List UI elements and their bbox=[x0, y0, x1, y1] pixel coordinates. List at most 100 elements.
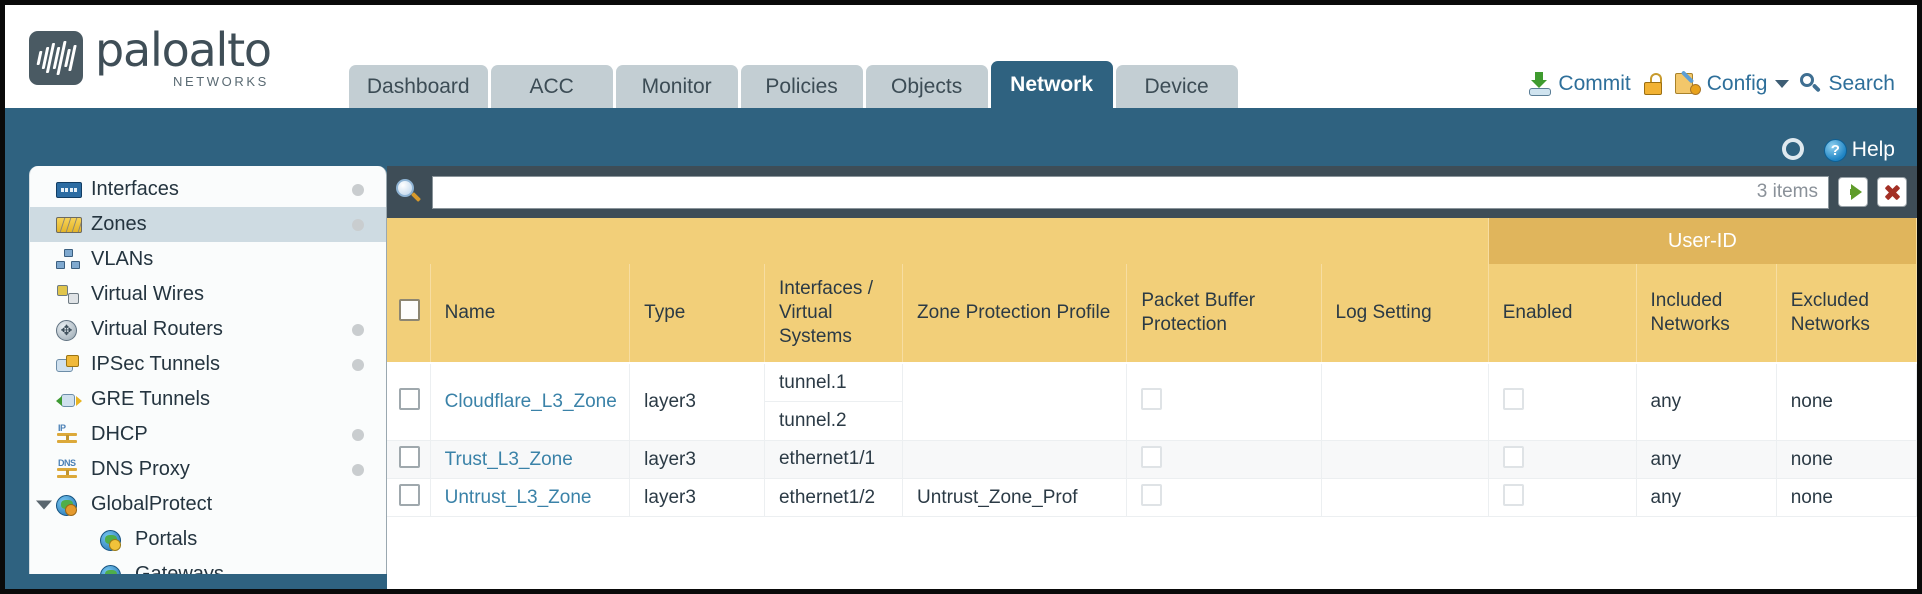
gre-tunnels-icon bbox=[56, 389, 82, 411]
close-icon bbox=[1883, 183, 1901, 201]
userid-enabled-checkbox[interactable] bbox=[1502, 483, 1524, 506]
col-excluded-networks[interactable]: Excluded Networks bbox=[1776, 264, 1917, 364]
top-action-links: Commit Config Search bbox=[1528, 70, 1895, 96]
sidebar-item-dns-proxy[interactable]: DNS DNS Proxy bbox=[30, 452, 386, 487]
config-label: Config bbox=[1706, 72, 1768, 95]
col-userid-enabled[interactable]: Enabled bbox=[1488, 264, 1637, 364]
select-all-checkbox[interactable] bbox=[399, 298, 420, 321]
col-log-setting[interactable]: Log Setting bbox=[1321, 264, 1489, 364]
refresh-icon[interactable] bbox=[1780, 136, 1808, 162]
sidebar-label: Virtual Routers bbox=[91, 318, 223, 340]
packet-buffer-checkbox[interactable] bbox=[1141, 388, 1163, 410]
sidebar-item-dhcp[interactable]: IP DHCP bbox=[30, 417, 386, 452]
sidebar-label: DHCP bbox=[91, 423, 148, 445]
apply-filter-button[interactable] bbox=[1838, 177, 1868, 207]
sidebar-label: VLANs bbox=[91, 248, 154, 270]
zone-link[interactable]: Cloudflare_L3_Zone bbox=[444, 391, 617, 412]
commit-label: Commit bbox=[1558, 72, 1631, 95]
cell-packet-buffer-protection bbox=[1126, 363, 1322, 441]
sidebar-item-virtual-wires[interactable]: Virtual Wires bbox=[30, 277, 386, 312]
tab-objects[interactable]: Objects bbox=[865, 65, 988, 108]
cell-userid-enabled bbox=[1488, 478, 1637, 517]
virtual-wires-icon bbox=[56, 284, 82, 306]
globalprotect-icon bbox=[56, 494, 82, 516]
sidebar-label: Virtual Wires bbox=[91, 283, 204, 305]
status-dot bbox=[352, 358, 364, 371]
cell-zone-protection-profile bbox=[902, 440, 1128, 479]
row-select-cell bbox=[387, 363, 431, 441]
status-dot bbox=[352, 428, 364, 441]
packet-buffer-checkbox[interactable] bbox=[1141, 483, 1163, 506]
table-row[interactable]: Untrust_L3_Zone layer3 ethernet1/2 Untru… bbox=[387, 478, 1917, 517]
cell-name: Trust_L3_Zone bbox=[430, 440, 631, 479]
vlans-icon bbox=[56, 248, 82, 271]
help-label: Help bbox=[1851, 138, 1895, 161]
table-head: User-ID Name Type Interfaces / Virtual S… bbox=[387, 218, 1917, 364]
userid-enabled-checkbox[interactable] bbox=[1502, 445, 1524, 468]
zone-link[interactable]: Trust_L3_Zone bbox=[444, 448, 573, 470]
sidebar-item-globalprotect[interactable]: GlobalProtect bbox=[30, 487, 386, 522]
col-name[interactable]: Name bbox=[430, 264, 631, 364]
tab-device[interactable]: Device bbox=[1115, 65, 1238, 108]
col-packet-buffer-protection[interactable]: Packet Buffer Protection bbox=[1126, 264, 1322, 364]
cell-userid-enabled bbox=[1488, 440, 1637, 479]
search-button[interactable]: Search bbox=[1800, 72, 1895, 96]
sidebar-item-zones[interactable]: Zones bbox=[30, 207, 386, 242]
col-type[interactable]: Type bbox=[629, 264, 765, 364]
virtual-routers-icon bbox=[56, 319, 82, 341]
table-column-header-row: Name Type Interfaces / Virtual Systems Z… bbox=[387, 264, 1917, 364]
userid-enabled-checkbox[interactable] bbox=[1502, 388, 1524, 410]
help-button[interactable]: ? Help bbox=[1823, 138, 1895, 162]
dhcp-icon: IP bbox=[56, 423, 82, 446]
col-interfaces-virtual-systems[interactable]: Interfaces / Virtual Systems bbox=[764, 264, 904, 364]
sidebar-item-ipsec-tunnels[interactable]: IPSec Tunnels bbox=[30, 347, 386, 382]
table-row[interactable]: Trust_L3_Zone layer3 ethernet1/1 bbox=[387, 440, 1917, 479]
row-checkbox[interactable] bbox=[399, 445, 420, 468]
sub-toolbar: ? Help bbox=[5, 108, 1917, 166]
zones-icon bbox=[56, 214, 82, 236]
sidebar-item-gateways[interactable]: Gateways bbox=[30, 557, 386, 574]
sidebar-item-portals[interactable]: Portals bbox=[30, 522, 386, 557]
item-count-label: 3 items bbox=[1756, 181, 1818, 202]
cell-log-setting bbox=[1321, 363, 1489, 441]
row-select-cell bbox=[387, 440, 431, 479]
tab-acc[interactable]: ACC bbox=[490, 65, 613, 108]
cell-excluded-networks: none bbox=[1776, 478, 1917, 517]
sidebar-item-interfaces[interactable]: Interfaces bbox=[30, 172, 386, 207]
cell-type: layer3 bbox=[629, 478, 765, 517]
sidebar-item-vlans[interactable]: VLANs bbox=[30, 242, 386, 277]
collapse-twisty-icon[interactable] bbox=[36, 500, 52, 509]
col-included-networks[interactable]: Included Networks bbox=[1636, 264, 1777, 364]
table-row[interactable]: Cloudflare_L3_Zone layer3 tunnel.1 tunne… bbox=[387, 363, 1917, 441]
cell-type: layer3 bbox=[629, 440, 765, 479]
logo-bars-icon bbox=[29, 31, 83, 85]
table-group-header-row: User-ID bbox=[387, 218, 1917, 264]
config-icon bbox=[1674, 70, 1701, 96]
row-checkbox[interactable] bbox=[399, 483, 420, 506]
search-input[interactable]: 3 items bbox=[432, 175, 1829, 209]
cell-log-setting bbox=[1321, 440, 1489, 479]
status-dot bbox=[352, 183, 364, 196]
tab-monitor[interactable]: Monitor bbox=[615, 65, 738, 108]
packet-buffer-checkbox[interactable] bbox=[1141, 445, 1163, 468]
lock-icon[interactable] bbox=[1642, 72, 1664, 96]
commit-button[interactable]: Commit bbox=[1528, 72, 1631, 96]
config-menu[interactable]: Config bbox=[1674, 70, 1790, 96]
tab-dashboard[interactable]: Dashboard bbox=[348, 65, 488, 108]
filter-search-icon[interactable] bbox=[395, 178, 423, 206]
cell-excluded-networks: none bbox=[1776, 363, 1917, 441]
cell-zone-protection-profile: Untrust_Zone_Prof bbox=[902, 478, 1128, 517]
clear-filter-button[interactable] bbox=[1877, 177, 1907, 207]
col-zone-protection-profile[interactable]: Zone Protection Profile bbox=[902, 264, 1128, 364]
sidebar-item-gre-tunnels[interactable]: GRE Tunnels bbox=[30, 382, 386, 417]
row-checkbox[interactable] bbox=[399, 388, 420, 410]
tab-network[interactable]: Network bbox=[990, 61, 1113, 108]
cell-name: Cloudflare_L3_Zone bbox=[430, 363, 631, 441]
status-dot bbox=[352, 218, 364, 231]
sidebar-item-virtual-routers[interactable]: Virtual Routers bbox=[30, 312, 386, 347]
sidebar-label: GRE Tunnels bbox=[91, 388, 210, 410]
tab-policies[interactable]: Policies bbox=[740, 65, 863, 108]
portals-icon bbox=[100, 529, 126, 551]
zone-link[interactable]: Untrust_L3_Zone bbox=[444, 486, 592, 508]
